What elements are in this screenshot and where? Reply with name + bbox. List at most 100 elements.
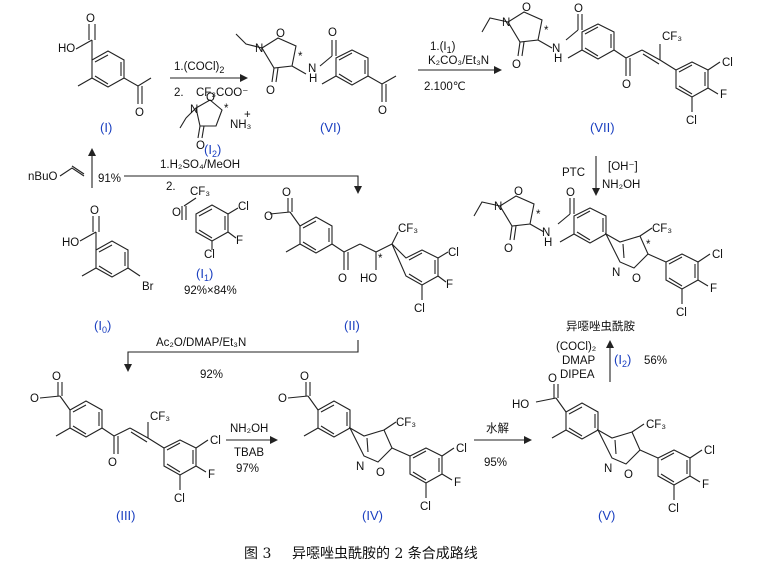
label-compound-II: (II) (344, 318, 360, 333)
atom-o: O (566, 187, 575, 199)
atom-o: O (172, 207, 181, 219)
atom-cl: Cl (704, 445, 715, 457)
label-compound-VII: (VII) (590, 120, 615, 135)
yield-V-to-product: 56% (644, 355, 667, 367)
atom-cf3: CF₃ (398, 223, 418, 235)
atom-o: O (86, 13, 95, 25)
yield-I0-to-I: 91% (98, 173, 121, 185)
atom-o: O (266, 85, 275, 97)
atom-cf3: CF₃ (190, 186, 210, 198)
atom-o: O (196, 140, 205, 152)
atom-cl: Cl (210, 435, 221, 447)
atom-n: N (502, 17, 510, 29)
atom-cl: Cl (686, 115, 697, 127)
atom-o: O (300, 371, 309, 383)
compound-VI-structure: N O O * N H O O (235, 27, 397, 117)
atom-o: O (632, 273, 641, 285)
atom-o: O (548, 373, 557, 385)
chiral-star: * (298, 51, 303, 63)
compound-V-structure: HO O N O CF₃ Cl F Cl (512, 373, 715, 515)
reagent-I1-structure: CF₃ O Cl F Cl (172, 186, 249, 261)
atom-cf3: CF₃ (646, 419, 666, 431)
arrow-I-to-VI (170, 74, 248, 82)
vinyl-bond (59, 165, 85, 177)
atom-n: N (255, 43, 263, 55)
atom-o: O (108, 457, 117, 469)
cond-ptc: PTC (562, 167, 585, 179)
label-compound-V: (V) (598, 508, 615, 523)
atom-f: F (208, 469, 215, 481)
atom-cl: Cl (414, 303, 425, 315)
arrow-II-to-III (124, 340, 359, 372)
atom-cl: Cl (448, 247, 459, 259)
arrow-III-to-IV (226, 436, 278, 444)
atom-o: O (30, 393, 39, 405)
atom-cl: Cl (238, 201, 249, 213)
cond-oxalyl-chloride: 1.(COCl)2 (174, 61, 224, 75)
cond-hydroxylamine: NH₂OH (602, 179, 640, 191)
arrow-VI-to-VII (418, 66, 502, 74)
label-compound-VI: (VI) (320, 120, 341, 135)
atom-o: O (264, 211, 273, 223)
atom-o: O (276, 28, 285, 40)
atom-cf3: CF₃ (396, 417, 416, 429)
atom-br: Br (142, 281, 154, 293)
atom-o: O (622, 79, 631, 91)
atom-cl: Cl (676, 307, 687, 319)
atom-h: H (309, 73, 317, 85)
label-compound-III: (III) (116, 508, 136, 523)
atom-ho: HO (512, 399, 529, 411)
atom-f: F (446, 279, 453, 291)
arrow-V-to-product (606, 340, 614, 382)
cond-base: K₂CO₃/Et₃N (428, 55, 489, 67)
cond-temp: 2.100℃ (424, 81, 466, 93)
atom-ho: HO (58, 43, 75, 55)
cond-tbab: TBAB (234, 447, 264, 459)
compound-I0-structure: HO O Br (62, 205, 154, 293)
atom-o: O (338, 273, 347, 285)
cond-step2-II: 2. (166, 181, 176, 193)
yield-IV-to-V: 95% (484, 457, 507, 469)
atom-nh: N (308, 63, 316, 75)
compound-IV-structure: O O N O CF₃ Cl F Cl (278, 371, 467, 513)
atom-o: O (514, 186, 523, 198)
atom-o: O (504, 243, 513, 255)
atom-o: O (278, 393, 287, 405)
compound-II-structure: O O O HO * CF₃ Cl F Cl (264, 187, 459, 315)
label-reagent-I2-b: (I2) (614, 352, 631, 369)
label-compound-IV: (IV) (362, 508, 383, 523)
label-reagent-I1: (I1) (196, 266, 213, 283)
arrow-IV-to-V (474, 436, 532, 444)
chiral-star: * (646, 239, 651, 251)
cond-dehydration: Ac₂O/DMAP/Et₃N (156, 337, 246, 349)
atom-f: F (702, 479, 709, 491)
atom-n: N (356, 461, 364, 473)
compound-I-structure: HO O O (58, 13, 152, 119)
figure-caption: 异噁唑虫酰胺的 2 条合成路线 (292, 545, 478, 562)
atom-cl: Cl (204, 249, 215, 261)
figure-number: 图 3 (244, 546, 271, 562)
atom-o: O (90, 205, 99, 217)
cond-nh2oh: NH₂OH (230, 423, 268, 435)
cond-dipea: DIPEA (560, 369, 595, 381)
yield-II-to-III: 92% (200, 369, 223, 381)
atom-o: O (206, 92, 215, 104)
atom-o: O (376, 467, 385, 479)
atom-cl: Cl (668, 503, 679, 515)
yield-III-to-IV: 97% (236, 463, 259, 475)
atom-cf3: CF₃ (652, 223, 672, 235)
cond-dmap: DMAP (562, 355, 596, 367)
atom-nh: N (552, 43, 560, 55)
atom-cl: Cl (456, 443, 467, 455)
atom-o: O (574, 3, 583, 15)
cond-esterification: 1.H₂SO₄/MeOH (160, 159, 240, 171)
cond-hydroxide: [OH⁻] (608, 161, 638, 173)
cond-oxalyl: (COCl)₂ (556, 341, 596, 353)
atom-h: H (554, 53, 562, 65)
cond-cf3coo: CF₃COO⁻ (196, 87, 248, 99)
chiral-star: * (378, 253, 383, 265)
atom-n: N (494, 201, 502, 213)
atom-ho: HO (360, 273, 377, 285)
atom-o: O (135, 107, 144, 119)
